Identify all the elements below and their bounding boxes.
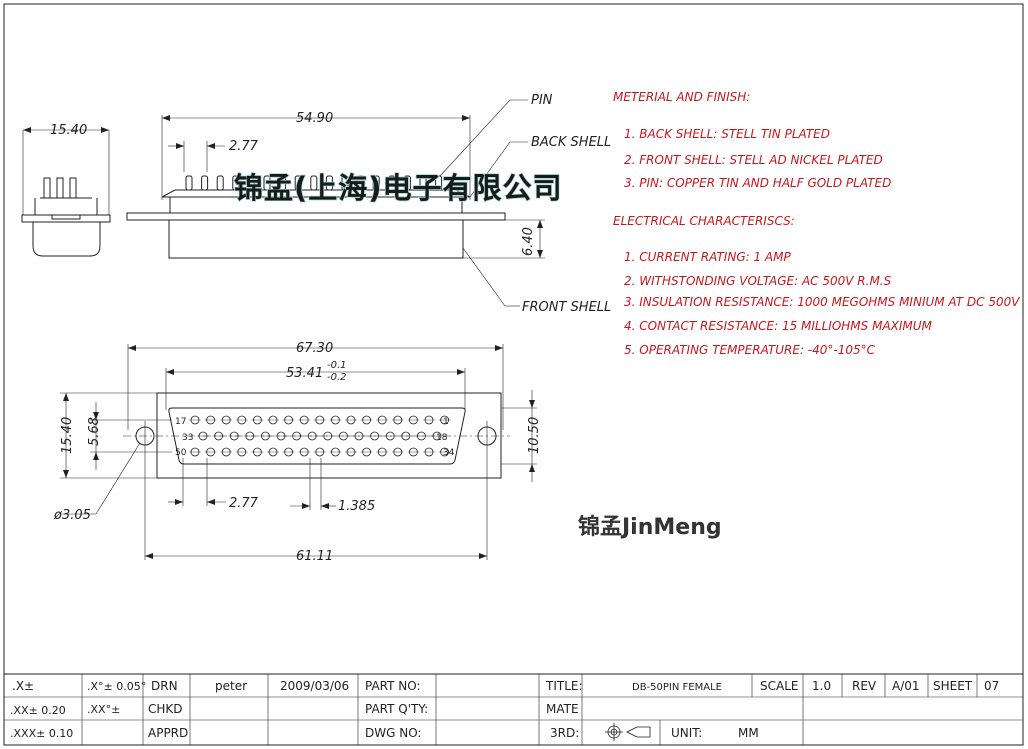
electrical-title: ELECTRICAL CHARACTERISCS: <box>613 214 795 228</box>
title-value: DB-50PIN FEMALE <box>632 682 722 693</box>
third-angle-projection-icon <box>605 723 650 741</box>
pin-number-34: 34 <box>443 448 455 458</box>
rev-label: REV <box>852 679 877 693</box>
contact-insert <box>169 408 465 464</box>
material-title: METERIAL AND FINISH: <box>613 90 750 104</box>
material-item-1: 1. BACK SHELL: STELL TIN PLATED <box>624 127 830 141</box>
front-right-dim: 10.50 <box>527 417 542 454</box>
pin-number-50: 50 <box>175 448 187 458</box>
front-offset-dim: 1.385 <box>338 499 375 514</box>
front-pitch-dim: 2.77 <box>229 496 259 511</box>
back-shell-label: BACK SHELL <box>531 135 611 150</box>
electrical-item-5: 5. OPERATING TEMPERATURE: -40°-105°C <box>624 343 876 357</box>
front-shell-dim: 53.41 <box>286 366 323 381</box>
side-view-small <box>22 127 110 256</box>
tol-xx-ang: .XX°± <box>87 703 120 716</box>
side-pin <box>202 176 208 190</box>
electrical-item-4: 4. CONTACT RESISTANCE: 15 MILLIOHMS MAXI… <box>624 319 933 333</box>
front-tol-lower: -0.2 <box>327 372 347 383</box>
pin-number-1: 1 <box>443 417 449 427</box>
drn-date: 2009/03/06 <box>280 679 349 693</box>
unit-label: UNIT: <box>671 726 702 740</box>
drawing-border <box>4 4 1023 745</box>
mate-label: MATE <box>546 702 579 716</box>
sheet-label: SHEET <box>933 679 973 693</box>
scale-value: 1.0 <box>812 679 831 693</box>
front-shell-label: FRONT SHELL <box>522 300 611 315</box>
company-watermark: 锦孟(上海)电子有限公司 <box>234 171 563 205</box>
third-angle-label: 3RD: <box>550 726 579 740</box>
electrical-item-1: 1. CURRENT RATING: 1 AMP <box>624 250 791 264</box>
spec-notes: METERIAL AND FINISH: 1. BACK SHELL: STEL… <box>613 90 1020 357</box>
side-small-width-dim: 15.40 <box>50 123 87 138</box>
front-inner-dim: 5.68 <box>87 417 102 446</box>
pin-number-18: 18 <box>436 433 448 443</box>
pin-label: PIN <box>531 93 553 108</box>
rev-value: A/01 <box>892 679 920 693</box>
side-length-dim: 54.90 <box>296 111 333 126</box>
tol-xx: .XX± 0.20 <box>10 704 66 717</box>
front-height-dim: 15.40 <box>60 417 75 454</box>
pin-number-17: 17 <box>175 417 186 427</box>
material-item-2: 2. FRONT SHELL: STELL AD NICKEL PLATED <box>624 153 883 167</box>
sheet-value: 07 <box>984 679 999 693</box>
part-no-label: PART NO: <box>365 679 421 693</box>
front-mount-dim: 61.11 <box>296 549 333 564</box>
electrical-item-2: 2. WITHSTONDING VOLTAGE: AC 500V R.M.S <box>624 274 892 288</box>
tol-x: .X± <box>12 679 34 693</box>
chkd-label: CHKD <box>148 702 183 716</box>
title-block <box>4 674 1023 745</box>
drn-name: peter <box>215 679 247 693</box>
apprd-label: APPRD <box>148 726 188 740</box>
tol-xxx: .XXX± 0.10 <box>10 727 73 740</box>
unit-value: MM <box>738 726 759 740</box>
side-height-dim: 6.40 <box>521 227 536 256</box>
front-overall-dim: 67.30 <box>296 341 333 356</box>
side-pin <box>217 176 223 190</box>
jinmeng-logo: 锦孟JinMeng <box>578 514 722 540</box>
front-tol-upper: -0.1 <box>327 360 347 371</box>
title-label: TITLE: <box>545 679 583 693</box>
tol-x-ang: .X°± 0.05° <box>87 680 146 693</box>
front-view <box>60 344 537 560</box>
side-view-main <box>127 100 545 306</box>
material-item-3: 3. PIN: COPPER TIN AND HALF GOLD PLATED <box>624 176 891 190</box>
side-pitch-dim: 2.77 <box>229 139 259 154</box>
front-shell-outline <box>157 393 501 478</box>
part-qty-label: PART Q'TY: <box>365 702 428 716</box>
front-hole-dim: ø3.05 <box>53 508 91 523</box>
dwg-no-label: DWG NO: <box>365 726 421 740</box>
drn-label: DRN <box>151 679 178 693</box>
scale-label: SCALE <box>760 679 798 693</box>
electrical-item-3: 3. INSULATION RESISTANCE: 1000 MEGOHMS M… <box>624 295 1020 309</box>
side-pin <box>186 176 192 190</box>
pin-number-33: 33 <box>182 433 193 443</box>
